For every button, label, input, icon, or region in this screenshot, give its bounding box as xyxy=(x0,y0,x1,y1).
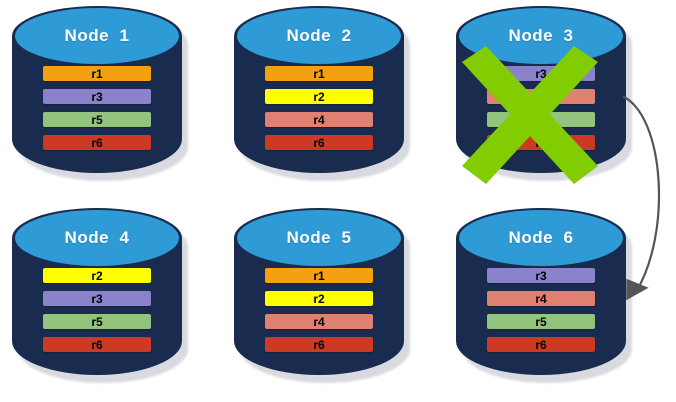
record-label: r5 xyxy=(535,112,547,127)
record-bar[interactable]: r5 xyxy=(43,314,151,329)
record-label: r1 xyxy=(91,66,103,81)
record-label: r5 xyxy=(91,112,103,127)
record-label: r5 xyxy=(535,314,547,329)
record-bar[interactable]: r4 xyxy=(265,112,373,127)
record-label: r6 xyxy=(313,337,325,352)
node-top-ellipse: Node 6 xyxy=(459,210,623,266)
record-label: r5 xyxy=(91,314,103,329)
node-title: Node 5 xyxy=(286,228,352,247)
record-bar[interactable]: r6 xyxy=(43,337,151,352)
record-label: r2 xyxy=(313,89,325,104)
record-label: r2 xyxy=(91,268,103,283)
record-bar[interactable]: r3 xyxy=(43,89,151,104)
record-list: r1 r3 r5 r6 xyxy=(43,66,151,158)
node-top-ellipse: Node 5 xyxy=(237,210,401,266)
record-bar[interactable]: r4 xyxy=(487,89,595,104)
record-list: r3 r4 r5 r6 xyxy=(487,268,595,360)
record-bar[interactable]: r2 xyxy=(43,268,151,283)
node-title: Node 2 xyxy=(286,26,352,45)
record-bar[interactable]: r5 xyxy=(487,112,595,127)
record-bar[interactable]: r3 xyxy=(43,291,151,306)
record-label: r1 xyxy=(313,268,325,283)
record-label: r6 xyxy=(313,135,325,150)
node-title: Node 4 xyxy=(64,228,130,247)
record-label: r1 xyxy=(313,66,325,81)
record-label: r4 xyxy=(535,291,547,306)
record-label: r3 xyxy=(535,268,547,283)
node-title: Node 6 xyxy=(508,228,574,247)
node-title: Node 1 xyxy=(64,26,130,45)
record-bar[interactable]: r3 xyxy=(487,268,595,283)
record-label: r2 xyxy=(313,291,325,306)
record-bar[interactable]: r6 xyxy=(265,337,373,352)
record-bar[interactable]: r1 xyxy=(265,66,373,81)
record-label: r6 xyxy=(91,135,103,150)
node-top-ellipse: Node 4 xyxy=(15,210,179,266)
record-label: r4 xyxy=(313,112,325,127)
record-bar[interactable]: r1 xyxy=(43,66,151,81)
record-bar[interactable]: r6 xyxy=(43,135,151,150)
node-top-ellipse: Node 2 xyxy=(237,8,401,64)
record-label: r3 xyxy=(91,291,103,306)
record-bar[interactable]: r3 xyxy=(487,66,595,81)
node-top-ellipse: Node 3 xyxy=(459,8,623,64)
record-bar[interactable]: r6 xyxy=(265,135,373,150)
record-label: r6 xyxy=(535,135,547,150)
record-bar[interactable]: r5 xyxy=(487,314,595,329)
record-label: r6 xyxy=(535,337,547,352)
node-3[interactable]: Node 3 r3 r4 r5 r6 xyxy=(456,6,632,181)
record-bar[interactable]: r5 xyxy=(43,112,151,127)
node-2[interactable]: Node 2 r1 r2 r4 r6 xyxy=(234,6,410,181)
node-top-ellipse: Node 1 xyxy=(15,8,179,64)
record-label: r3 xyxy=(535,66,547,81)
record-list: r2 r3 r5 r6 xyxy=(43,268,151,360)
record-label: r4 xyxy=(535,89,547,104)
record-list: r1 r2 r4 r6 xyxy=(265,268,373,360)
node-1[interactable]: Node 1 r1 r3 r5 r6 xyxy=(12,6,188,181)
node-6[interactable]: Node 6 r3 r4 r5 r6 xyxy=(456,208,632,383)
record-label: r4 xyxy=(313,314,325,329)
record-bar[interactable]: r1 xyxy=(265,268,373,283)
node-4[interactable]: Node 4 r2 r3 r5 r6 xyxy=(12,208,188,383)
record-list: r3 r4 r5 r6 xyxy=(487,66,595,158)
record-label: r6 xyxy=(91,337,103,352)
record-bar[interactable]: r2 xyxy=(265,291,373,306)
record-label: r3 xyxy=(91,89,103,104)
record-bar[interactable]: r2 xyxy=(265,89,373,104)
record-bar[interactable]: r4 xyxy=(265,314,373,329)
record-bar[interactable]: r6 xyxy=(487,337,595,352)
record-list: r1 r2 r4 r6 xyxy=(265,66,373,158)
node-5[interactable]: Node 5 r1 r2 r4 r6 xyxy=(234,208,410,383)
node-title: Node 3 xyxy=(508,26,574,45)
record-bar[interactable]: r6 xyxy=(487,135,595,150)
record-bar[interactable]: r4 xyxy=(487,291,595,306)
